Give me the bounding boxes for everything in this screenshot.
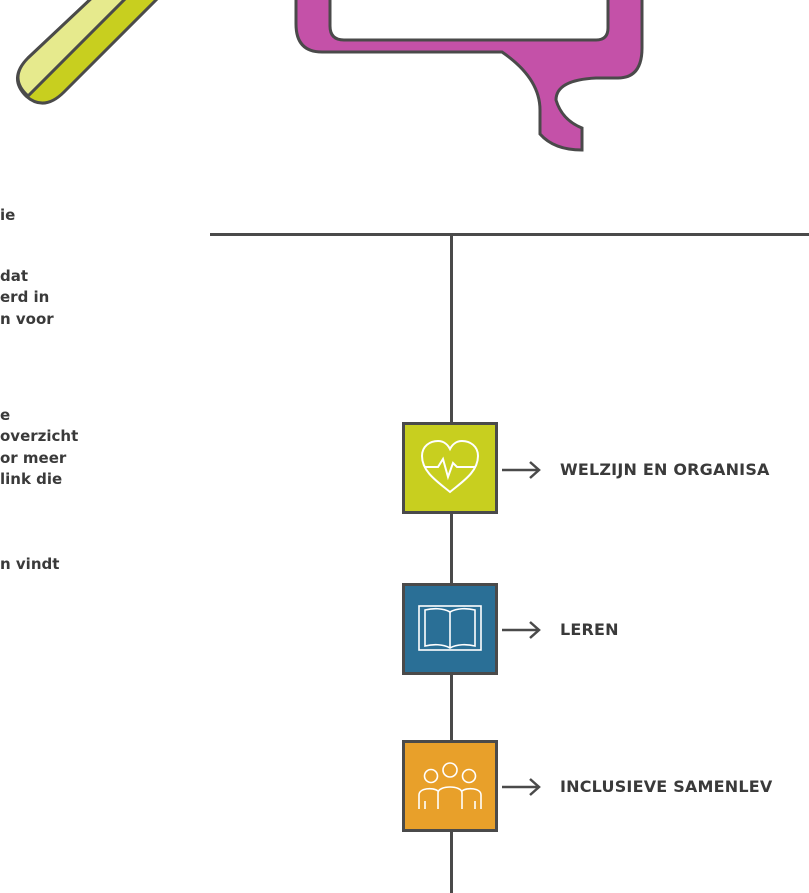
left-text-line: ie [0, 206, 16, 224]
welzijn-icon-box[interactable] [402, 422, 498, 514]
node-label-samenleving[interactable]: INCLUSIEVE SAMENLEV [560, 777, 773, 796]
timeline-top-line [210, 233, 809, 236]
left-text-line: n voor [0, 310, 54, 328]
left-text-line: e [0, 406, 11, 424]
arrow-right-icon [502, 778, 541, 796]
leren-icon-box[interactable] [402, 583, 498, 675]
left-text-line: overzicht [0, 427, 79, 445]
heart-pulse-icon [420, 439, 480, 494]
left-text-line: link die [0, 470, 63, 488]
node-label-welzijn[interactable]: WELZIJN EN ORGANISA [560, 460, 770, 479]
arrow-right-icon [502, 621, 541, 639]
samenleving-icon-box[interactable] [402, 740, 498, 832]
left-text-line: n vindt [0, 555, 60, 573]
left-text-line: erd in [0, 288, 50, 306]
left-text-line: dat [0, 267, 29, 285]
node-label-leren[interactable]: LEREN [560, 620, 619, 639]
people-group-icon [418, 762, 482, 809]
left-text-line: or meer [0, 449, 67, 467]
timeline-vertical-line [450, 233, 453, 893]
arrow-right-icon [502, 461, 541, 479]
open-book-icon [418, 605, 482, 651]
